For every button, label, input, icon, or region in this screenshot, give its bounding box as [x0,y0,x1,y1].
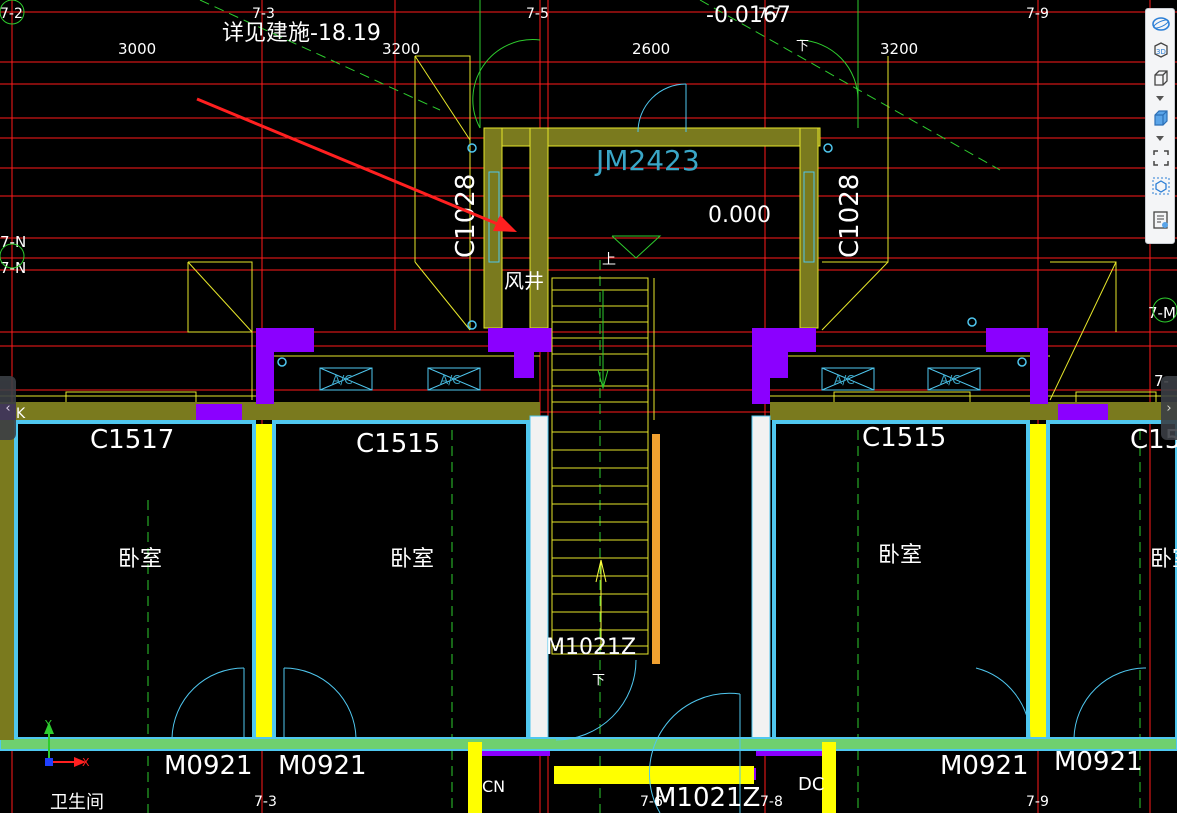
door-tag-m1021z-stair: M1021Z [546,635,636,660]
stair-handrail [652,434,660,664]
door-tag-m0921-4: M0921 [1054,747,1143,777]
room-walls [0,415,1177,813]
zoom-extents-icon [1153,150,1169,166]
model-box-button[interactable] [1149,175,1173,197]
door-tag-m0921-1: M0921 [164,751,253,781]
ac-units [319,367,981,391]
level-triangle [611,235,662,259]
reference-note: 详见建施-18.19 [222,21,381,46]
level-mark-zero: 0.000 [708,203,771,228]
window-tag-c1028-right: C1028 [835,174,865,258]
ac-label-2: A/C [440,373,461,387]
grid-label-bottom-7-3: 7-3 [254,794,277,810]
chevron-left-icon: ‹ [5,400,11,416]
caret-down-icon [1156,136,1164,141]
door-tag-m0921-3: M0921 [940,751,1029,781]
room-label-bedroom-4: 卧室 [1150,547,1177,572]
stair-direction-arrows [597,290,609,390]
ucs-icon: Y X [44,718,90,769]
ucs-y-label: Y [44,718,52,731]
door-tag-m0921-2: M0921 [278,751,367,781]
door-tag-jm2423: JM2423 [594,144,700,177]
panel-collapse-right-handle[interactable]: › [1161,376,1177,440]
grid-label-bottom-7-6: 7-6 [640,794,663,810]
dimension-3000: 3000 [118,40,156,58]
door-tag-m1021z-bottom: M1021Z [654,783,760,813]
orbit-button[interactable] [1149,13,1173,35]
door-swings [171,83,1147,813]
grid-label-7-7: 7-7 [758,6,781,22]
stair-up-arrow [595,559,607,650]
room-label-bedroom-2: 卧室 [390,547,434,572]
stair-down-mark-mid: 下 [592,673,605,688]
stair-up-mark: 上 [602,252,616,268]
grid-lines-horizontal [0,11,1177,413]
chevron-right-icon: › [1166,400,1172,416]
grid-label-bottom-7-9: 7-9 [1026,794,1049,810]
view-cube-outline-icon [1154,70,1168,86]
model-box-icon [1152,177,1170,195]
stair-down-mark-top: 下 [796,39,809,54]
window-tag-c1515-left: C1515 [356,429,440,459]
grid-label-7-3: 7-3 [252,6,275,22]
panel-collapse-left-handle[interactable]: ‹ [0,376,16,440]
grid-label-7-2: 7-2 [0,6,23,22]
grid-bubbles [0,0,1177,323]
dimension-3200-left: 3200 [382,40,420,58]
ac-label-3: A/C [834,373,855,387]
grid-label-left-7-n-1: 7-N [0,233,26,251]
room-label-bedroom-1: 卧室 [118,547,162,572]
grid-label-7-9: 7-9 [1026,6,1049,22]
grid-label-7-5: 7-5 [526,6,549,22]
view-dropdown-arrow[interactable] [1146,95,1174,103]
label-dc: DC [798,774,824,795]
annotation-arrow [196,97,517,232]
properties-panel-icon [1153,211,1168,229]
svg-text:3D: 3D [1156,48,1166,56]
door-swings-green [472,0,859,129]
properties-panel-button[interactable] [1149,209,1173,231]
window-tag-c1517: C1517 [90,425,174,455]
ac-label-1: A/C [332,373,353,387]
room-label-shaft: 风井 [504,269,544,293]
zoom-extents-button[interactable] [1149,147,1173,169]
orbit-icon [1152,17,1170,31]
room-label-bathroom: 卫生间 [50,792,104,813]
dimension-2600: 2600 [632,40,670,58]
drain-circles [277,143,1027,367]
level-mark-top: -0.0167 [706,3,791,28]
label-cn: CN [482,777,505,796]
stair-treads [551,277,655,655]
ac-label-4: A/C [940,373,961,387]
dimension-3200-right: 3200 [880,40,918,58]
view-toolbar: 3D [1145,8,1175,244]
caret-down-icon [1156,96,1164,101]
ucs-x-label: X [82,756,90,769]
shaft-window-frames [488,171,815,263]
grid-label-left-k: K [16,406,26,422]
grid-label-right-7-m: 7-M [1148,304,1176,322]
view-3d-icon: 3D [1154,42,1168,58]
axis-lines-green [147,0,1141,813]
room-label-bedroom-3: 卧室 [878,543,922,568]
view-cube-solid-icon [1154,110,1168,126]
grid-label-bottom-7-8: 7-8 [760,794,783,810]
view-3d-button[interactable]: 3D [1149,39,1173,61]
view-cube-outline-button[interactable] [1149,67,1173,89]
view-cube-solid-button[interactable] [1149,107,1173,129]
window-tag-c1515-right: C1515 [862,423,946,453]
view-solid-dropdown-arrow[interactable] [1146,135,1174,143]
